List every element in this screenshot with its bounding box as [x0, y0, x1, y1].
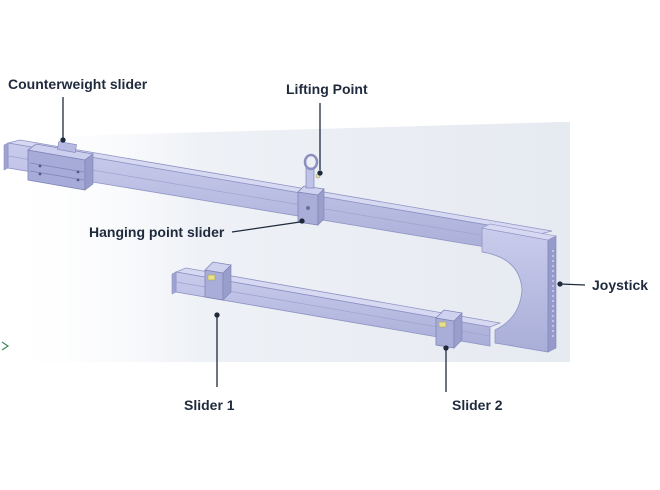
label-hanging-point-slider: Hanging point slider	[89, 224, 225, 240]
lifting-point-part	[303, 153, 321, 189]
counterweight-slider-part	[27, 141, 94, 191]
hanging-point-slider-part	[297, 185, 325, 226]
joystick-plate-side	[547, 235, 557, 353]
label-joystick: Joystick	[592, 277, 648, 293]
label-lifting-point: Lifting Point	[286, 81, 368, 97]
label-counterweight-slider: Counterweight slider	[8, 76, 148, 92]
joystick-plate	[481, 223, 557, 353]
top-beam-end-cap	[3, 142, 9, 171]
annotation-lines	[60, 97, 586, 392]
axis-triad-icon	[1, 341, 10, 351]
label-slider-1: Slider 1	[184, 397, 235, 413]
slider-2-part	[435, 309, 463, 349]
label-slider-2: Slider 2	[452, 397, 503, 413]
slider-1-part	[204, 261, 232, 301]
joystick-plate-face	[481, 227, 549, 353]
